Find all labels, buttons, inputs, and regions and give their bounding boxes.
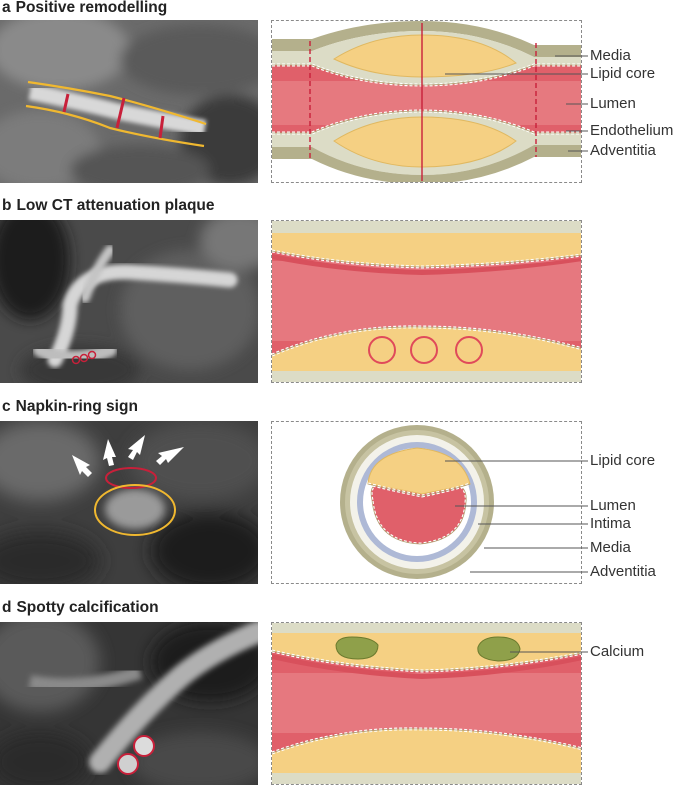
panel-c-letter: c — [2, 398, 11, 415]
adventitia-bottom-d — [272, 773, 581, 784]
lipid-top-b — [272, 233, 581, 267]
panel-a-letter: a — [2, 0, 11, 16]
calcium-nodules-d — [335, 636, 521, 662]
schematic-d — [271, 622, 582, 785]
panel-d-title-text: Spotty calcification — [16, 599, 159, 616]
panel-a-title-text: Positive remodelling — [15, 0, 168, 16]
vessel-outline-a — [25, 80, 207, 148]
ct-image-d — [0, 622, 258, 785]
low-attenuation-circles-b — [368, 336, 483, 364]
adventitia-top-d — [272, 623, 581, 633]
schematic-b — [271, 220, 582, 383]
low-attenuation-markers-b — [71, 350, 97, 365]
lipid-bottom-d — [272, 728, 581, 773]
lipid-bottom-b — [272, 326, 581, 371]
lipid-core-c — [367, 447, 471, 495]
lipid-core-top-a — [332, 34, 517, 78]
adventitia-bottom-b — [272, 371, 581, 382]
lumen-c — [371, 482, 467, 544]
schematic-c — [271, 421, 582, 584]
napkin-ring-outlines-c — [94, 467, 176, 536]
panel-c-title-text: Napkin-ring sign — [15, 398, 138, 415]
ct-image-c — [0, 421, 258, 584]
schematic-a — [271, 20, 582, 183]
calcification-markers-d — [117, 735, 155, 775]
adventitia-top-a — [272, 21, 581, 57]
ct-image-b — [0, 220, 258, 383]
lipid-core-bottom-a — [333, 116, 517, 168]
adventitia-top-b — [272, 221, 581, 233]
adventitia-bottom-a — [272, 145, 581, 182]
panel-b-title-text: Low CT attenuation plaque — [16, 197, 215, 214]
arrow-icons-c — [72, 435, 184, 477]
diameter-markers-a — [62, 93, 165, 139]
diameter-lines-a — [309, 23, 537, 181]
ct-image-a — [0, 20, 258, 183]
panel-b-letter: b — [2, 197, 12, 214]
panel-d-letter: d — [2, 599, 12, 616]
